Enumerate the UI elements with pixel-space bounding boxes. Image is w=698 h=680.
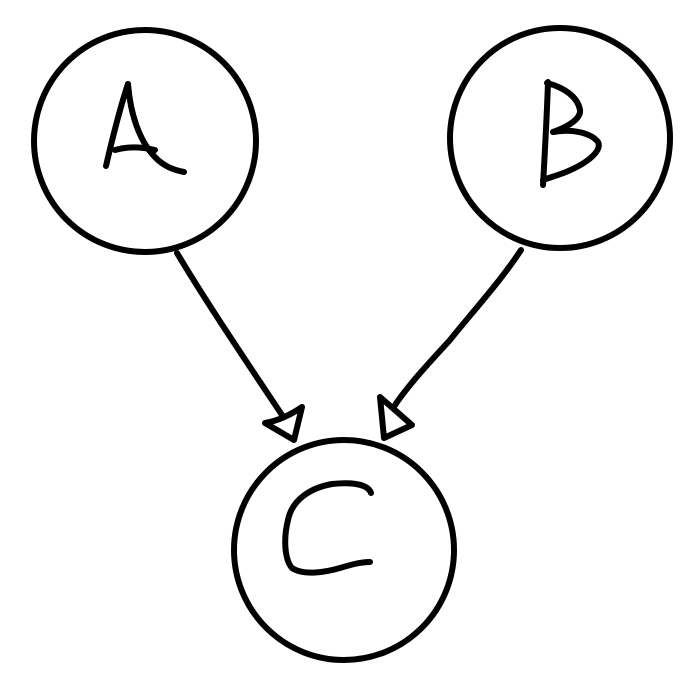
edge-a-to-c-arrowhead <box>262 404 305 443</box>
node-a: A <box>31 27 259 255</box>
node-a-handwritten-letter <box>103 81 187 175</box>
node-c-handwritten-letter <box>282 480 374 576</box>
node-b-handwritten-letter <box>540 79 602 188</box>
node-b: B <box>447 25 673 251</box>
node-c-circle <box>231 437 457 663</box>
edge-b-to-c-arrowhead <box>377 394 415 441</box>
edge-a-to-c <box>174 250 305 443</box>
edge-a-to-c-line <box>174 250 285 418</box>
node-c: C <box>231 437 457 663</box>
node-b-circle <box>447 25 673 251</box>
edge-b-to-c <box>377 247 524 441</box>
edge-b-to-c-line <box>390 247 524 411</box>
